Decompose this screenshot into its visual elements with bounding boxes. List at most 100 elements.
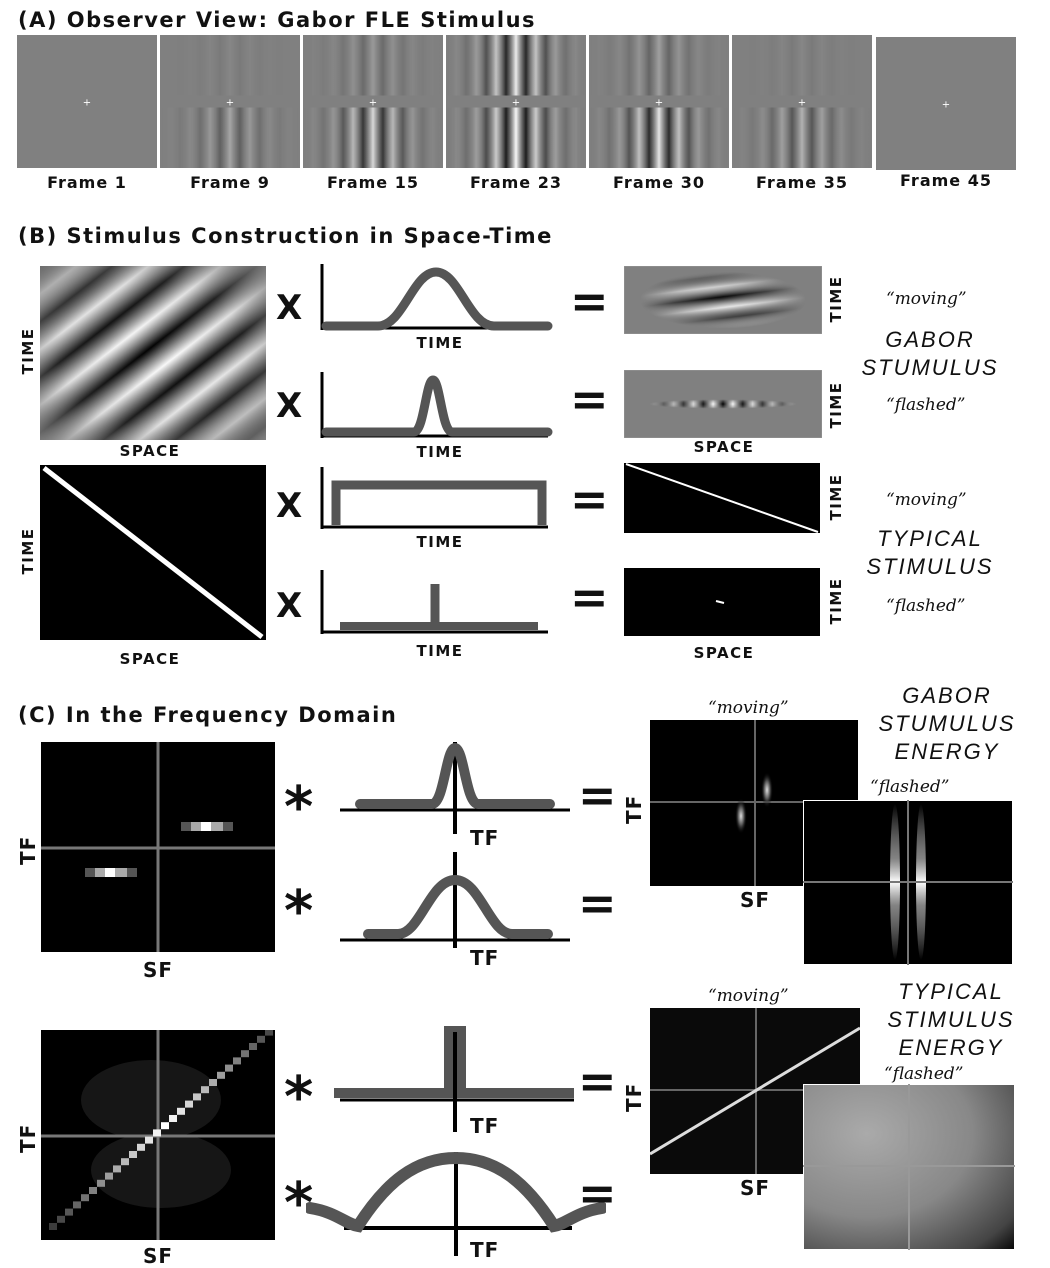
axis-sf-label: SF	[143, 958, 174, 982]
temporal-window-narrow-gaussian	[320, 372, 553, 438]
frame-label: Frame 30	[613, 173, 705, 192]
flashed-label: “flashed”	[886, 395, 966, 415]
axis-time-label: TIME	[19, 527, 37, 575]
equals-operator: =	[570, 570, 609, 624]
typical-energy-label-line2: STIMULUS	[887, 1007, 1015, 1032]
energy-cell	[201, 1086, 209, 1094]
equals-operator: =	[578, 876, 617, 930]
equals-operator: =	[570, 372, 609, 426]
times-operator: X	[276, 288, 303, 328]
fixation-cross: +	[942, 100, 950, 111]
energy-cell	[265, 1030, 273, 1036]
times-operator: X	[276, 586, 303, 626]
energy-cell	[185, 1100, 193, 1108]
axis-tf-label: TF	[470, 1114, 500, 1138]
typical-energy-label-line1: TYPICAL	[898, 979, 1004, 1004]
axis-sf-label: SF	[740, 1176, 771, 1200]
energy-cell	[153, 1129, 161, 1137]
gabor-moving-result	[624, 266, 822, 334]
axis-time-label: TIME	[416, 443, 464, 461]
axis-tf-label: TF	[16, 835, 40, 865]
energy-cell	[113, 1165, 121, 1173]
frame-label: Frame 15	[327, 173, 419, 192]
energy-cell	[169, 1115, 177, 1122]
typical-energy-label: TYPICAL STIMULUS ENERGY	[866, 978, 1036, 1062]
frame-strip: +++++++	[17, 35, 1016, 170]
section-a-title: (A) Observer View: Gabor FLE Stimulus	[18, 8, 537, 32]
fixation-cross: +	[655, 98, 663, 109]
axis-time-label: TIME	[416, 642, 464, 660]
gabor-stimulus-label-line1: GABOR	[885, 327, 975, 352]
axis-space-label: SPACE	[693, 644, 755, 662]
gabor-energy-label-line3: ENERGY	[894, 739, 1000, 764]
tf-kernel-sinc	[306, 1151, 606, 1256]
typical-frequency-panel	[41, 1030, 275, 1240]
energy-cell	[97, 1179, 105, 1187]
tf-kernel-flat	[334, 1026, 574, 1132]
typical-flashed-energy	[803, 1084, 1015, 1250]
axis-tf-label: TF	[622, 1082, 646, 1112]
fixation-cross: +	[83, 98, 91, 109]
gabor-energy-label-line1: GABOR	[902, 683, 992, 708]
fixation-cross: +	[226, 98, 234, 109]
gabor-frame: +	[876, 37, 1016, 170]
gabor-space-time-panel	[40, 266, 266, 440]
energy-cell	[193, 1093, 201, 1101]
energy-cell	[241, 1050, 249, 1058]
gabor-frame: +	[17, 35, 157, 168]
axis-sf-label: SF	[143, 1244, 174, 1268]
fixation-cross: +	[369, 98, 377, 109]
energy-cell	[161, 1122, 169, 1130]
temporal-window-narrow-box	[320, 570, 548, 634]
energy-cell	[129, 1151, 137, 1158]
gabor-frame: +	[303, 35, 443, 168]
typical-moving-result	[624, 463, 820, 533]
energy-cell	[177, 1107, 185, 1115]
frame-label: Frame 9	[190, 173, 270, 192]
equals-operator: =	[570, 274, 609, 328]
energy-cell	[81, 1194, 89, 1202]
gabor-frame: +	[589, 35, 729, 168]
energy-cell	[121, 1158, 129, 1166]
equals-operator: =	[570, 472, 609, 526]
convolve-operator: *	[284, 879, 314, 944]
axis-time-label: TIME	[827, 577, 845, 625]
times-operator: X	[276, 386, 303, 426]
tf-kernel-narrow	[340, 742, 570, 834]
frame-label: Frame 35	[756, 173, 848, 192]
gabor-flashed-result	[624, 370, 822, 438]
gabor-energy-label-line2: STUMULUS	[878, 711, 1016, 736]
energy-cell	[249, 1043, 257, 1050]
axis-time-label: TIME	[416, 533, 464, 551]
temporal-window-wide-gaussian	[320, 264, 553, 331]
tf-kernel-wide	[340, 852, 570, 948]
axis-time-label: TIME	[19, 327, 37, 375]
temporal-window-wide-box	[320, 467, 548, 529]
gabor-frequency-panel	[41, 742, 275, 952]
convolve-operator: *	[284, 775, 314, 840]
axis-time-label: TIME	[827, 381, 845, 429]
typical-space-time-panel	[40, 465, 266, 640]
energy-cell	[105, 1172, 113, 1180]
moving-label: “moving”	[708, 698, 789, 718]
axis-tf-label: TF	[16, 1123, 40, 1153]
equals-operator: =	[578, 1166, 617, 1220]
flashed-label: “flashed”	[886, 596, 966, 616]
typical-stimulus-label: TYPICAL STIMULUS	[850, 525, 1010, 581]
equals-operator: =	[578, 768, 617, 822]
fixation-cross: +	[798, 98, 806, 109]
energy-cell	[73, 1201, 81, 1209]
times-operator: X	[276, 486, 303, 526]
gabor-stimulus-label: GABOR STUMULUS	[850, 326, 1010, 382]
convolve-operator: *	[284, 1065, 314, 1130]
axis-tf-label: TF	[470, 946, 500, 970]
equals-operator: =	[578, 1054, 617, 1108]
axis-tf-label: TF	[470, 1238, 500, 1262]
axis-time-label: TIME	[416, 334, 464, 352]
gabor-stimulus-label-line2: STUMULUS	[861, 355, 999, 380]
flashed-label: “flashed”	[884, 1064, 964, 1084]
section-c-title: (C) In the Frequency Domain	[18, 703, 398, 727]
energy-cell	[57, 1215, 65, 1223]
frame-label: Frame 1	[47, 173, 127, 192]
axis-space-label: SPACE	[119, 650, 181, 668]
